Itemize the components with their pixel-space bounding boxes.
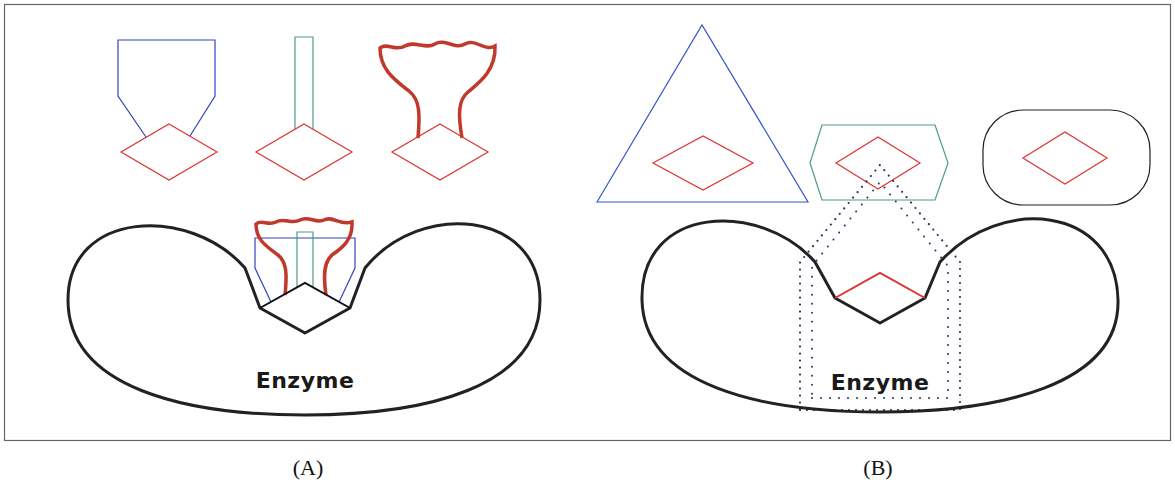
- binding-site: [835, 273, 925, 298]
- ligand-red: [380, 42, 495, 138]
- ligand-hexagon: [810, 125, 948, 200]
- ligand-green: [297, 232, 313, 288]
- enzyme-body: Enzyme: [60, 190, 550, 422]
- enzyme-body: Enzyme: [634, 190, 1126, 422]
- enzyme-shape: [68, 224, 540, 415]
- red-diamond: [392, 124, 488, 180]
- ligand-triangle: [597, 25, 808, 202]
- enzyme-shape: [642, 219, 1118, 412]
- red-diamond: [256, 124, 352, 180]
- dotted-envelope: [800, 165, 960, 410]
- ligand-blue: [118, 40, 215, 137]
- frame-border: [5, 5, 1171, 441]
- ligand-green: [295, 37, 313, 129]
- red-diamond: [1023, 132, 1107, 184]
- enzyme-label: Enzyme: [256, 368, 355, 393]
- enzyme-label: Enzyme: [831, 370, 930, 395]
- panel-label: (A): [293, 455, 324, 481]
- ligand-rounded: [983, 110, 1150, 205]
- red-diamond: [653, 136, 753, 190]
- binding-site: [260, 283, 350, 308]
- red-diamond: [121, 124, 217, 180]
- panel-label: (B): [863, 455, 892, 481]
- red-diamond: [836, 137, 920, 189]
